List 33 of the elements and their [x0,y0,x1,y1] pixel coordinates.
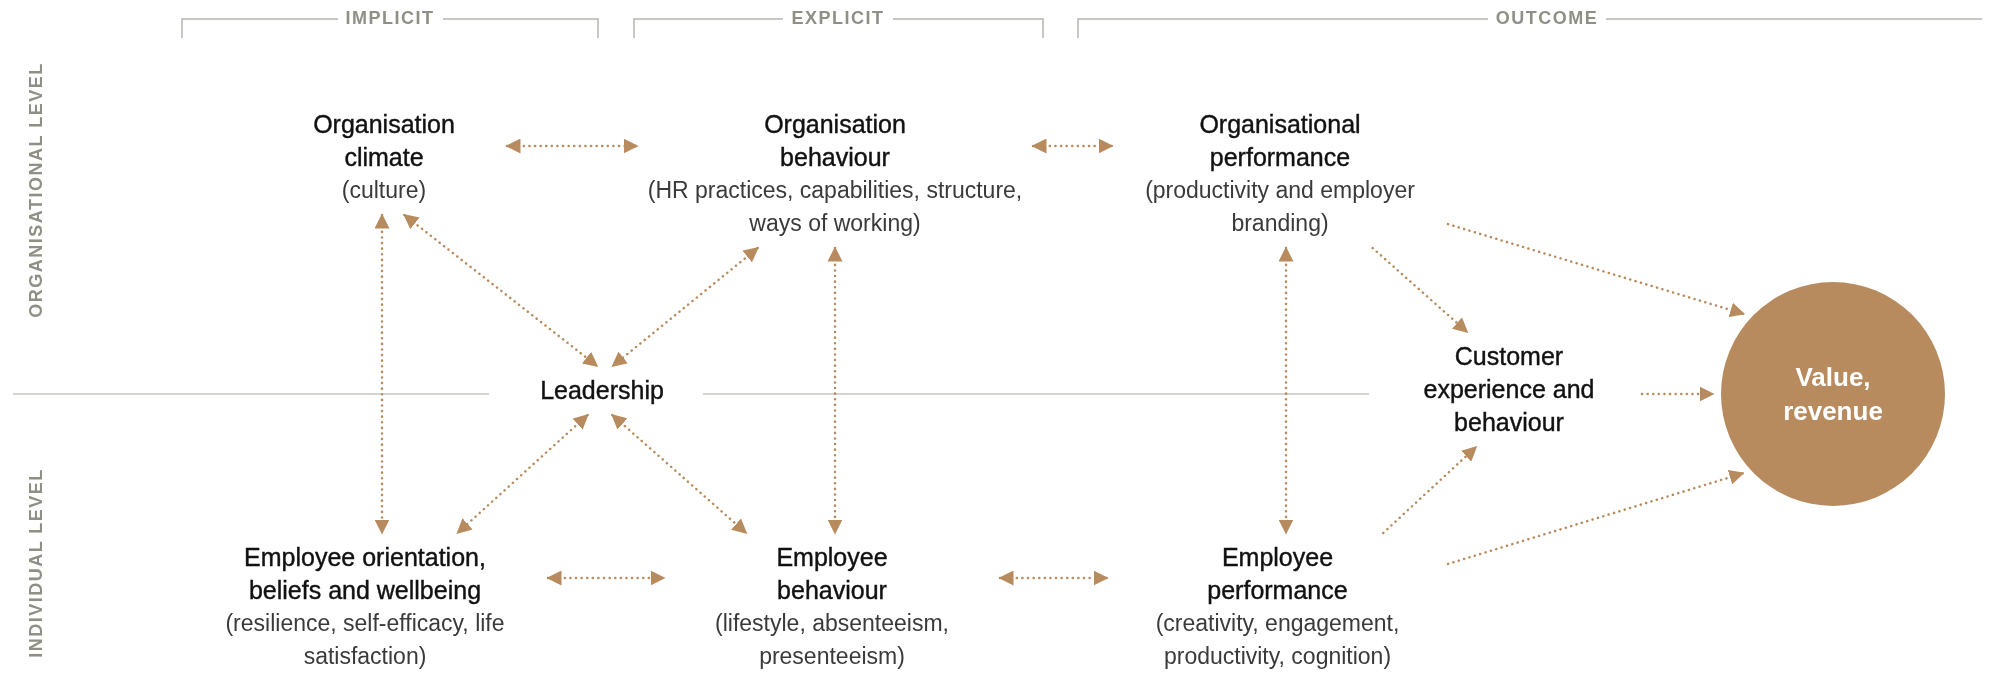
node-description: (creativity, engagement, productivity, cognition) [1154,609,1401,671]
dotted-arrow [1446,222,1746,318]
node-description: (resilience, self-efficacy, life satisfaction) [224,609,506,671]
circle-label: Value, revenue [1782,361,1884,428]
axis-label: ORGANISATIONAL LEVEL [25,62,47,318]
dotted-arrow [827,246,843,535]
dotted-arrow [456,413,589,535]
dotted-arrow [1446,470,1745,566]
node-heading: Organisational performance [1198,109,1362,173]
dotted-arrow [1640,386,1715,402]
node-description: (culture) [341,176,427,205]
dotted-arrow [505,138,639,154]
node-heading: Employee performance [1206,542,1349,606]
node-heading: Employee behaviour [775,542,889,606]
node-heading: Customer experience and behaviour [1422,341,1596,438]
dotted-arrow [374,213,390,535]
node-description: (HR practices, capabilities, structure, ways of working) [646,176,1024,238]
dotted-arrow [1381,445,1478,535]
node-heading: Organisation behaviour [763,109,907,173]
dotted-arrow [611,413,748,535]
dotted-arrow [403,213,599,368]
dotted-arrow [611,246,759,368]
node-heading: Organisation climate [312,109,456,173]
node-heading: Employee orientation, beliefs and wellbeing [243,542,487,606]
dotted-arrow [1278,246,1294,535]
dotted-arrow [1031,138,1114,154]
axis-label: INDIVIDUAL LEVEL [25,468,47,658]
node-description: (lifestyle, absenteeism, presenteeism) [714,609,950,671]
dotted-arrow [998,570,1109,586]
node-heading: Leadership [540,375,664,406]
dotted-arrow [546,570,666,586]
dotted-arrow [1371,246,1469,334]
node-description: (productivity and employer branding) [1145,176,1415,238]
